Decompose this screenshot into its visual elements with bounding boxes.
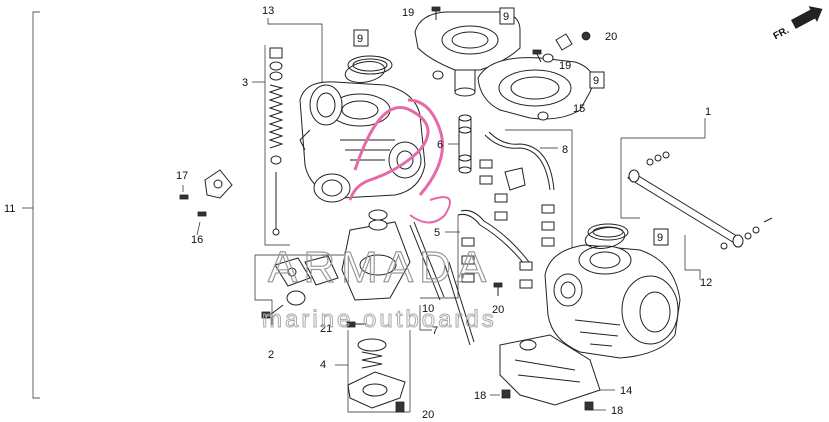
bracket-lines [22,11,706,413]
callout-20-top: 20 [605,31,617,43]
callout-18-left: 18 [474,390,486,402]
front-direction-arrow: FR. [772,6,823,42]
fuel-joint-pipe [458,114,472,174]
throttle-pieces-2 [261,255,339,319]
callout-8: 8 [562,144,568,156]
boxed-ref-1: 9 [353,29,369,47]
callout-5: 5 [434,227,440,239]
boxed-ref-3: 9 [589,71,605,89]
callout-21: 21 [320,323,332,335]
callout-labels: 1 2 3 4 5 6 7 8 10 11 12 13 14 15 16 17 … [4,5,712,421]
callout-15: 15 [573,103,585,115]
boxed-ref-text: 9 [593,75,599,87]
linkage-rod [627,151,773,250]
callout-20-center: 20 [492,304,504,316]
boxed-ref-text: 9 [503,11,509,23]
boxed-ref-text: 9 [657,232,663,244]
logo-swoosh-1 [348,106,430,201]
armada-logo-mark [348,98,451,224]
callout-19-top: 19 [402,7,414,19]
callout-13: 13 [262,5,274,17]
screw-19-top [431,6,441,20]
accelerator-pump-parts [341,209,475,346]
callout-1: 1 [705,106,711,118]
callout-2: 2 [268,349,274,361]
sensor-17 [179,169,233,217]
diaphragm-assembly-4 [347,338,406,413]
logo-swoosh-3 [409,196,451,224]
callout-3: 3 [242,77,248,89]
bracket-part-20-top [555,31,591,51]
boxed-ref-text: 9 [357,33,363,45]
screw-21 [346,321,366,328]
carburetor-right [544,223,681,359]
callout-7: 7 [432,325,438,337]
callout-14: 14 [620,385,632,397]
logo-swoosh-2 [407,98,444,196]
mounting-bracket-14 [499,334,601,411]
screw-19-right [532,49,542,63]
callout-10: 10 [422,303,434,315]
callout-11: 11 [4,203,15,215]
direction-label: FR. [772,25,792,42]
fuel-tube-8 [484,131,555,247]
fuel-tube-5 [457,210,533,289]
air-chamber-upper [414,11,594,121]
callout-12: 12 [700,277,712,289]
arrow-icon [791,6,823,29]
watermark-brand: ARMADA [268,243,492,292]
callout-17: 17 [176,170,188,182]
callout-20-bottom: 20 [422,409,434,421]
callout-6: 6 [437,139,443,151]
spring-stack-3 [268,47,284,236]
callout-18-right: 18 [611,405,623,417]
o-rings [344,61,626,249]
screw-20-center [493,282,503,296]
callout-19-right: 19 [559,60,571,72]
callout-16: 16 [191,234,203,246]
carburetor-left [299,55,426,203]
boxed-ref-4: 9 [653,228,669,246]
watermark-tagline: marine outboards [262,306,497,333]
callout-4: 4 [320,359,326,371]
boxed-ref-2: 9 [499,7,515,25]
choke-link-parts [479,159,526,221]
